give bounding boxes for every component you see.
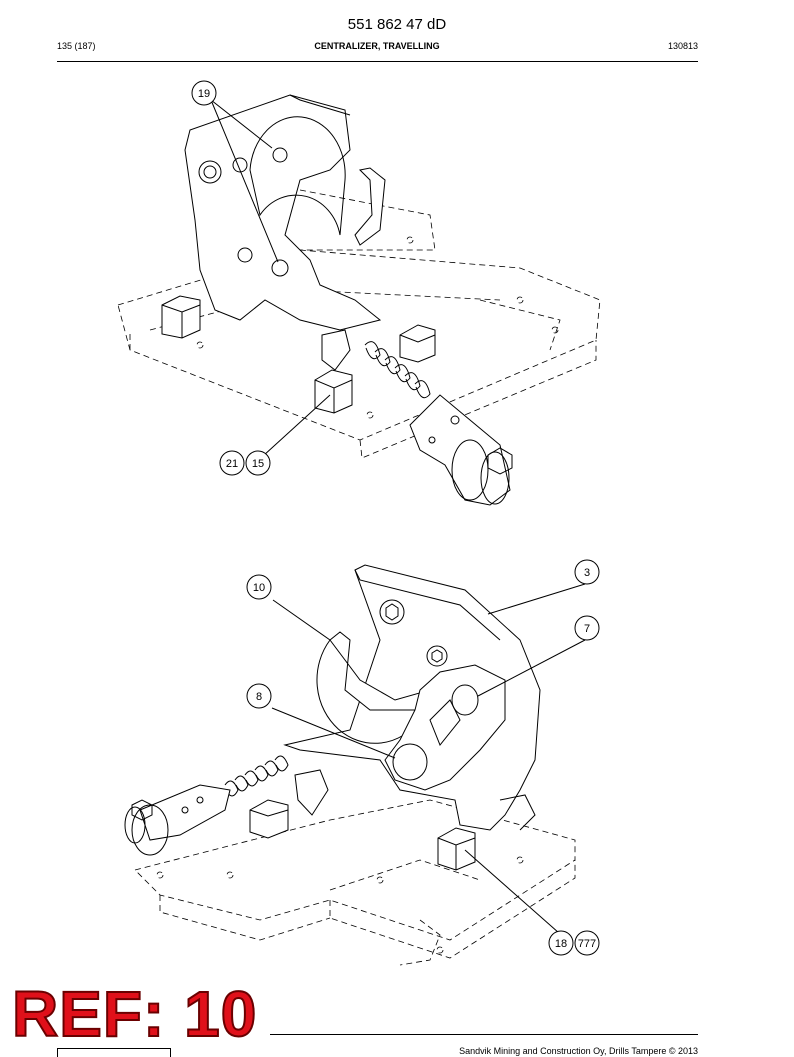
svg-text:10: 10 [253, 582, 265, 594]
date-code: 130813 [667, 41, 698, 51]
bottom-assembly-view [124, 564, 576, 966]
svg-text:7: 7 [584, 623, 590, 635]
svg-text:18: 18 [555, 938, 567, 950]
callout-777: 777 [574, 930, 600, 956]
page-number: 135 (187) [57, 41, 96, 51]
top-assembly-view [117, 94, 601, 506]
callout-7: 7 [574, 615, 600, 641]
callout-21: 21 [219, 450, 245, 476]
svg-text:8: 8 [256, 691, 262, 703]
ref-stamp: REF: 10 [11, 978, 258, 1050]
callout-bubbles: 19 21 15 3 10 7 8 18 [191, 80, 600, 956]
svg-text:777: 777 [578, 938, 596, 950]
footer-copyright: Sandvik Mining and Construction Oy, Dril… [459, 1046, 698, 1056]
svg-text:19: 19 [198, 88, 210, 100]
svg-text:3: 3 [584, 567, 590, 579]
callout-18: 18 [548, 930, 574, 956]
callout-19: 19 [191, 80, 217, 106]
document-number: 551 862 47 dD [347, 16, 447, 33]
callout-10: 10 [246, 574, 272, 600]
callout-15: 15 [245, 450, 271, 476]
svg-text:21: 21 [226, 458, 238, 470]
svg-text:15: 15 [252, 458, 264, 470]
callout-8: 8 [246, 683, 272, 709]
footer-rule [270, 1034, 698, 1035]
callout-3: 3 [574, 559, 600, 585]
header-rule [57, 61, 698, 62]
page-title: CENTRALIZER, TRAVELLING [314, 41, 440, 51]
